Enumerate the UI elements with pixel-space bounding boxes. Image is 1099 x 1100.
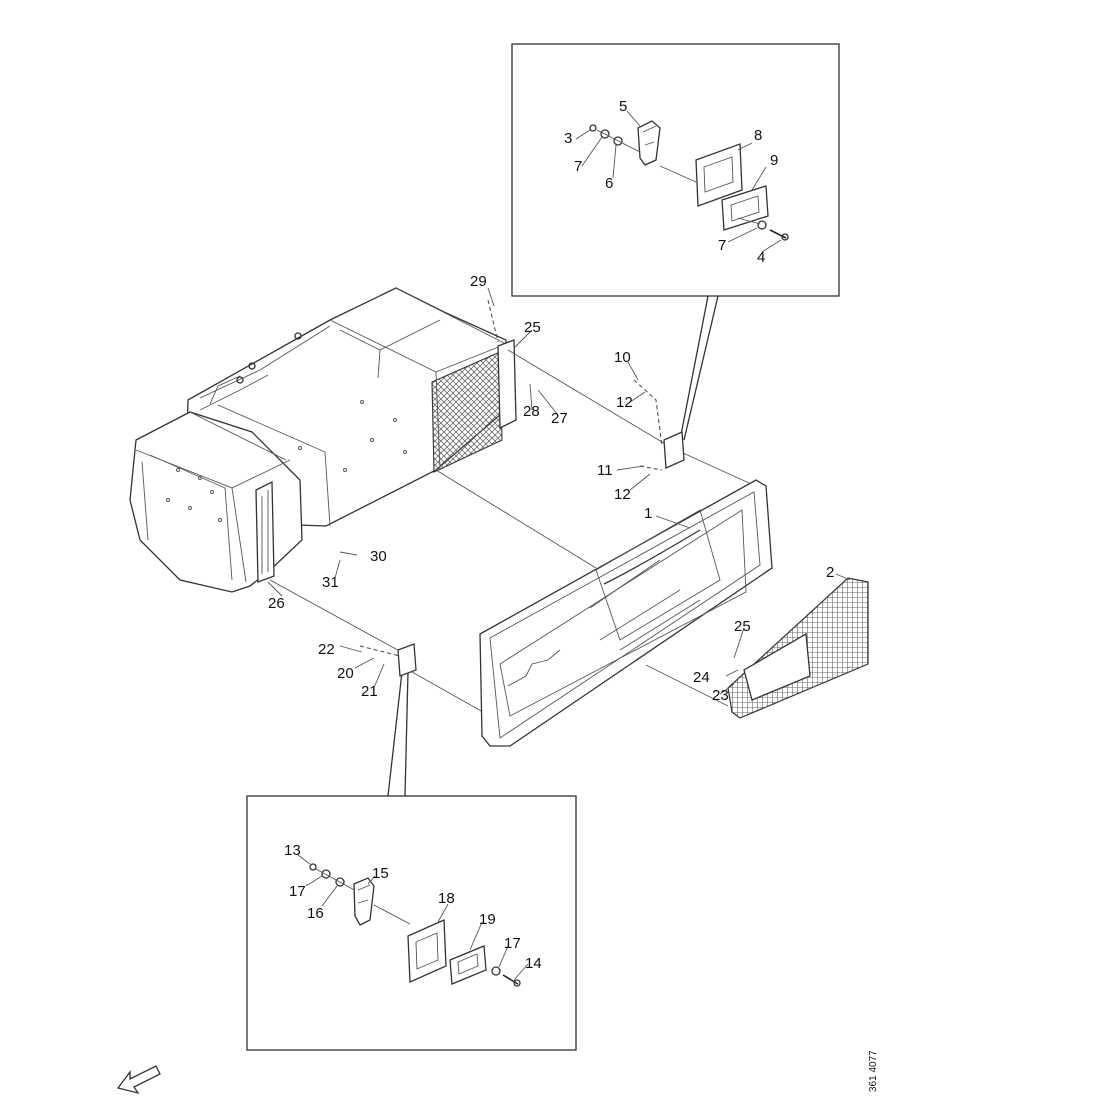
washer-icon <box>321 869 331 879</box>
brand-logo <box>507 649 561 687</box>
callout-29: 29 <box>470 273 487 290</box>
drawing-code: 361 4077 <box>868 1050 879 1092</box>
direction-arrow-icon <box>116 1065 161 1095</box>
assembly-guides <box>269 299 761 717</box>
callout-21: 21 <box>361 683 378 700</box>
callout-7: 7 <box>718 237 726 254</box>
callout-13: 13 <box>284 842 301 859</box>
callout-22: 22 <box>318 641 335 658</box>
callout-17: 17 <box>504 935 521 952</box>
unit-housing <box>129 287 517 593</box>
callout-6: 6 <box>605 175 613 192</box>
callout-17: 17 <box>289 883 306 900</box>
inset-bottom-leader <box>387 671 409 797</box>
callout-16: 16 <box>307 905 324 922</box>
callout-12: 12 <box>614 486 631 503</box>
catch-plate-icon <box>721 185 769 231</box>
inset-frame-bottom <box>246 795 577 1051</box>
detail-inset-top: 5 3 7 6 8 9 7 4 <box>511 43 840 441</box>
callout-19: 19 <box>479 911 496 928</box>
callout-2: 2 <box>826 564 834 581</box>
washer-icon <box>613 136 623 146</box>
callout-15: 15 <box>372 865 389 882</box>
callout-25: 25 <box>524 319 541 336</box>
callout-28: 28 <box>523 403 540 420</box>
callout-1: 1 <box>644 505 652 522</box>
washer-icon <box>600 129 610 139</box>
inset-top-leader <box>679 295 719 441</box>
hinge-bracket <box>255 480 275 583</box>
callout-10: 10 <box>614 349 631 366</box>
bolt-icon <box>769 229 787 239</box>
latch-icon <box>637 120 661 166</box>
callout-20: 20 <box>337 665 354 682</box>
callout-25: 25 <box>734 618 751 635</box>
callout-24: 24 <box>693 669 710 686</box>
screw-icon <box>309 863 317 871</box>
screw-icon <box>589 124 597 132</box>
callout-5: 5 <box>619 98 627 115</box>
front-cover-panel <box>479 479 773 747</box>
hinge-bracket <box>497 339 517 430</box>
catch-plate-icon <box>449 945 487 985</box>
latch-bracket-left <box>397 643 417 677</box>
inset-frame-top <box>511 43 840 297</box>
callout-11: 11 <box>597 462 613 479</box>
mounting-plate-icon <box>407 919 447 983</box>
callout-26: 26 <box>268 595 285 612</box>
callout-31: 31 <box>322 574 339 591</box>
callout-leaders <box>267 287 851 695</box>
callout-30: 30 <box>370 548 387 565</box>
callout-4: 4 <box>757 249 765 266</box>
callout-3: 3 <box>564 130 572 147</box>
callout-12: 12 <box>616 394 633 411</box>
callout-8: 8 <box>754 127 762 144</box>
mounting-plate-icon <box>695 143 743 207</box>
bolt-icon <box>502 974 519 985</box>
washer-icon <box>491 966 501 976</box>
callout-23: 23 <box>712 687 729 704</box>
condenser-coil <box>431 351 503 473</box>
washer-icon <box>335 877 345 887</box>
callout-9: 9 <box>770 152 778 169</box>
front-cover <box>479 479 773 747</box>
latch-bracket-right <box>663 431 685 469</box>
callout-27: 27 <box>551 410 568 427</box>
air-filter <box>727 577 869 719</box>
detail-inset-bottom: 13 17 16 15 18 19 17 14 <box>246 671 577 1051</box>
callout-18: 18 <box>438 890 455 907</box>
callout-14: 14 <box>525 955 542 972</box>
washer-icon <box>757 220 767 230</box>
callout-7: 7 <box>574 158 582 175</box>
